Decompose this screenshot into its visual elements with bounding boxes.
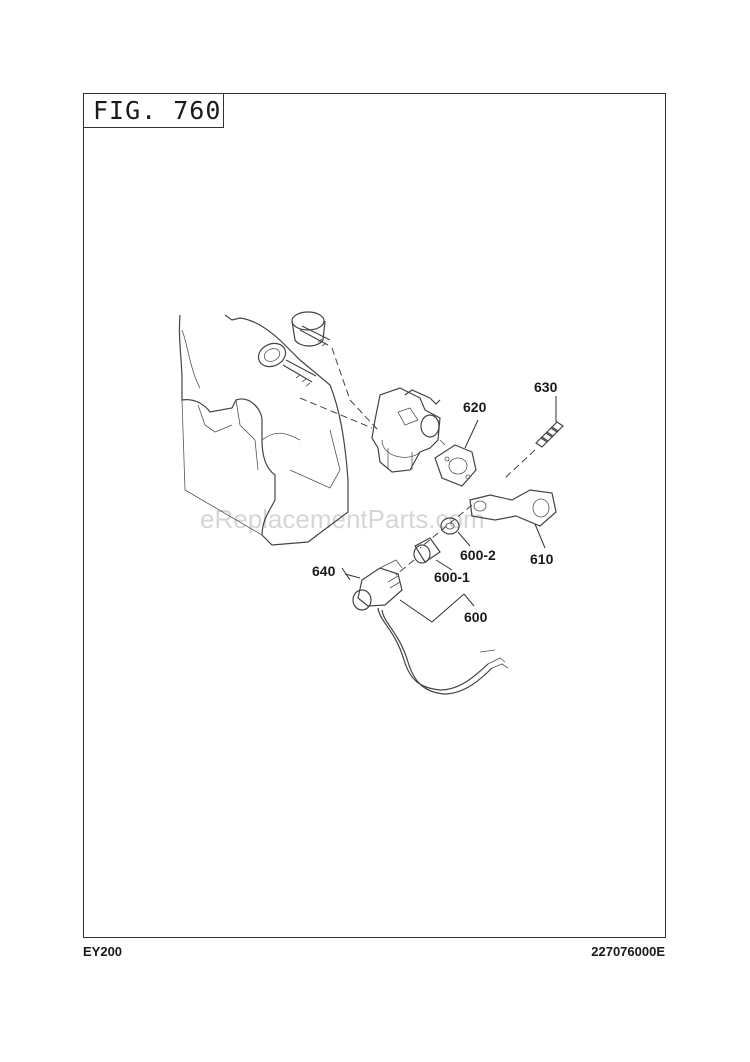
callout-610: 610 (530, 551, 554, 567)
drawing-frame (83, 93, 666, 938)
footer-code: 227076000E (591, 944, 665, 959)
engine-block (178, 311, 379, 546)
washer-600-2 (440, 517, 471, 547)
gasket-620 (434, 419, 479, 487)
carburetor (371, 387, 446, 473)
callout-640: 640 (312, 563, 336, 579)
callout-600-1: 600-1 (434, 569, 470, 585)
figure-title: FIG. 760 (93, 95, 222, 125)
footer-model: EY200 (83, 944, 123, 959)
callout-630: 630 (534, 379, 558, 395)
figure-title-box: FIG. 760 (83, 93, 224, 128)
callout-620: 620 (463, 399, 487, 415)
spring-630 (504, 396, 564, 479)
callout-600-leaders (399, 593, 475, 623)
solenoid-640 (341, 559, 509, 695)
callout-600: 600 (464, 609, 488, 625)
bushing-600-1 (395, 537, 453, 576)
watermark-text: eReplacementParts.com (200, 504, 485, 534)
callout-600-2: 600-2 (460, 547, 496, 563)
